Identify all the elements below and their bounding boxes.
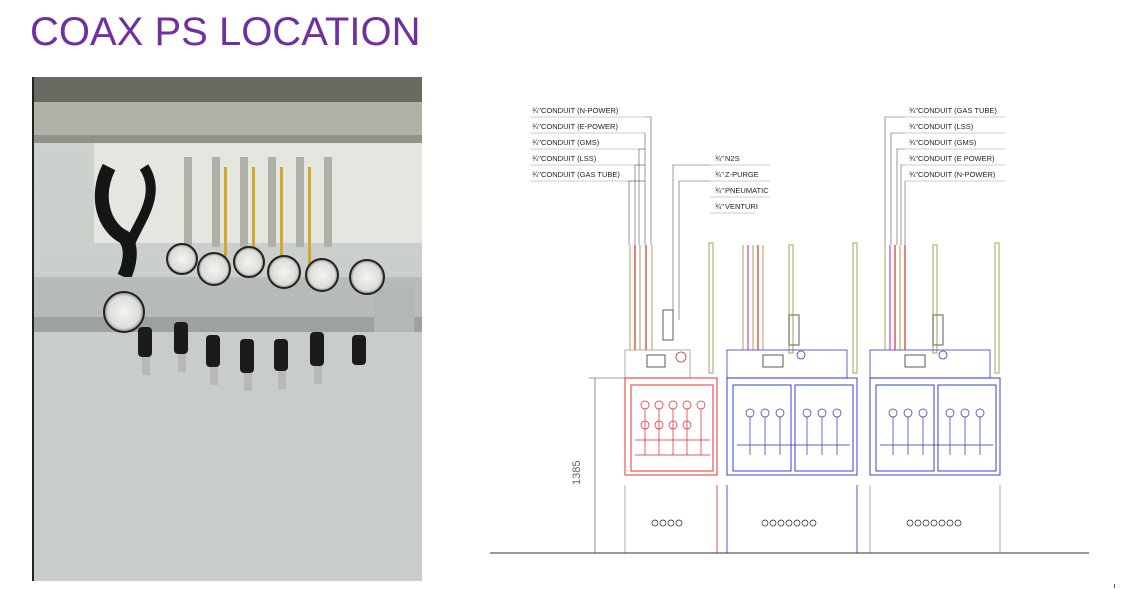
- left-conduit-callouts: ¾" CONDUIT (N-POWER) ¾" CONDUIT (E-POWER…: [530, 106, 652, 245]
- right-conduit-prefix-0: ¾": [909, 106, 918, 115]
- right-conduit-prefix-2: ¾": [909, 138, 918, 147]
- conduit-pipes: [629, 242, 1000, 374]
- middle-line-prefix-3: ¾": [715, 202, 724, 211]
- right-conduit-label-0: CONDUIT (GAS TUBE): [918, 106, 997, 115]
- slide-title: COAX PS LOCATION: [30, 10, 421, 54]
- lower-frames: [624, 485, 1001, 553]
- left-conduit-prefix-4: ¾": [532, 170, 541, 179]
- left-conduit-label-0: CONDUIT (N-POWER): [541, 106, 619, 115]
- slide-corner-mark: [1114, 584, 1115, 588]
- left-conduit-label-3: CONDUIT (LSS): [541, 154, 597, 163]
- left-conduit-label-2: CONDUIT (GMS): [541, 138, 600, 147]
- height-dimension: [589, 377, 625, 553]
- middle-line-callouts: ¾" N2S ¾" Z-PURGE ¾" PNEUMATIC ¾" VENTUR…: [672, 154, 770, 320]
- left-conduit-prefix-0: ¾": [532, 106, 541, 115]
- middle-line-label-0: N2S: [725, 154, 740, 163]
- gas-panel-photo-art: [34, 77, 422, 581]
- middle-line-label-3: VENTURI: [725, 202, 758, 211]
- right-conduit-prefix-4: ¾": [909, 170, 918, 179]
- gas-panel-photo: [32, 77, 422, 581]
- left-conduit-prefix-3: ¾": [532, 154, 541, 163]
- right-conduit-prefix-1: ¾": [909, 122, 918, 131]
- left-conduit-label-1: CONDUIT (E-POWER): [541, 122, 618, 131]
- height-dimension-label: 1385: [571, 461, 583, 485]
- blue-cabinet-1: [726, 377, 858, 476]
- right-conduit-callouts: ¾" CONDUIT (GAS TUBE) ¾" CONDUIT (LSS) ¾…: [884, 106, 1005, 245]
- right-conduit-label-1: CONDUIT (LSS): [918, 122, 974, 131]
- middle-line-prefix-1: ¾": [715, 170, 724, 179]
- right-conduit-label-4: CONDUIT (N-POWER): [918, 170, 996, 179]
- right-conduit-label-2: CONDUIT (GMS): [918, 138, 977, 147]
- coax-ps-elevation-drawing: ¾" CONDUIT (N-POWER) ¾" CONDUIT (E-POWER…: [490, 106, 1089, 554]
- middle-line-prefix-2: ¾": [715, 186, 724, 195]
- middle-line-label-2: PNEUMATIC: [725, 186, 769, 195]
- middle-line-prefix-0: ¾": [715, 154, 724, 163]
- right-conduit-prefix-3: ¾": [909, 154, 918, 163]
- left-conduit-prefix-1: ¾": [532, 122, 541, 131]
- left-conduit-label-4: CONDUIT (GAS TUBE): [541, 170, 620, 179]
- left-conduit-prefix-2: ¾": [532, 138, 541, 147]
- red-cabinet: [624, 377, 718, 476]
- middle-line-label-1: Z-PURGE: [725, 170, 759, 179]
- right-conduit-label-3: CONDUIT (E POWER): [918, 154, 995, 163]
- control-boxes: [624, 349, 991, 379]
- blue-cabinet-2: [869, 377, 1001, 476]
